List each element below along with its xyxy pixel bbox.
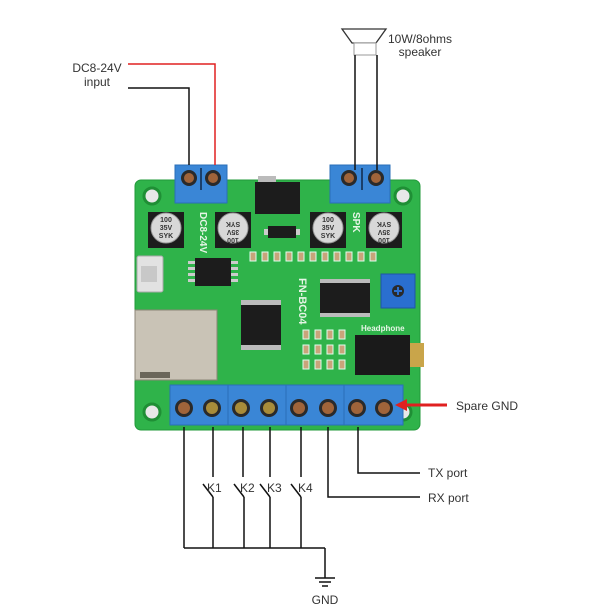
capacitor: 100 35V SYK — [366, 212, 402, 248]
power-wires — [128, 63, 216, 165]
capacitor-label: 35V — [322, 225, 335, 232]
capacitor: 100 35V SYK — [215, 212, 251, 248]
io-terminal-block — [169, 384, 404, 426]
speaker-icon — [340, 28, 388, 56]
terminal-screw — [348, 399, 366, 417]
mounting-hole — [393, 186, 413, 206]
smd-component-grid — [302, 329, 346, 370]
terminal-screw — [290, 399, 308, 417]
spare-gnd-label: Spare GND — [456, 399, 518, 413]
switch-label-k3: K3 — [267, 481, 282, 495]
negative-wire — [128, 87, 190, 165]
amplifier-ic — [320, 279, 370, 317]
flash-ic — [188, 258, 238, 286]
terminal-screw — [232, 399, 250, 417]
mounting-hole — [142, 186, 162, 206]
power-input-label: DC8-24V — [72, 61, 121, 75]
micro-usb-port — [136, 255, 164, 293]
speaker-terminal-block — [329, 164, 391, 204]
speaker-label: 10W/8ohms — [388, 32, 452, 46]
capacitor: 100 35V SYK — [148, 212, 184, 248]
capacitor-label: SYK — [377, 220, 391, 227]
switch-label-k4: K4 — [298, 481, 313, 495]
smd-resistor-row — [249, 251, 377, 262]
switch-label-k2: K2 — [240, 481, 255, 495]
silkscreen-headphone: Headphone — [361, 324, 405, 333]
capacitor-label: SYK — [159, 233, 173, 240]
capacitor-label: 100 — [322, 217, 334, 224]
terminal-screw — [375, 399, 393, 417]
silkscreen-speaker: SPK — [350, 212, 361, 233]
pcb-board: 100 35V SYK 100 35V SYK 100 35V SYK 100 — [134, 164, 424, 431]
switch-wiring — [183, 427, 420, 578]
power-terminal-block — [174, 164, 228, 204]
gnd-label: GND — [312, 593, 339, 607]
sd-card-slot — [134, 309, 218, 381]
capacitor-label: SYK — [321, 233, 335, 240]
power-input-label: input — [84, 75, 111, 89]
voltage-regulator — [255, 176, 300, 214]
capacitor-label: 100 — [378, 236, 390, 243]
speaker-label: speaker — [399, 45, 442, 59]
headphone-jack — [355, 335, 424, 375]
volume-potentiometer — [380, 273, 416, 309]
terminal-screw — [319, 399, 337, 417]
capacitor-label: 35V — [160, 225, 173, 232]
ground-icon — [315, 577, 335, 587]
switch-label-k1: K1 — [207, 481, 222, 495]
spare-gnd-arrow — [395, 399, 447, 411]
capacitor-label: 35V — [226, 228, 239, 235]
rx-port-label: RX port — [428, 491, 469, 505]
capacitor-label: SYK — [226, 220, 240, 227]
terminal-screw — [260, 399, 278, 417]
terminal-screw — [203, 399, 221, 417]
mounting-hole — [142, 402, 162, 422]
capacitor: 100 35V SYK — [310, 212, 346, 248]
capacitor-label: 35V — [377, 228, 390, 235]
terminal-screw — [175, 399, 193, 417]
small-ic — [264, 226, 300, 238]
board-model-label: FN-BC04 — [296, 278, 308, 325]
capacitor-label: 100 — [227, 236, 239, 243]
tx-port-label: TX port — [428, 466, 468, 480]
silkscreen-power: DC8-24V — [197, 212, 208, 253]
capacitor-label: 100 — [160, 217, 172, 224]
decoder-ic — [241, 300, 281, 350]
positive-wire — [128, 63, 216, 165]
